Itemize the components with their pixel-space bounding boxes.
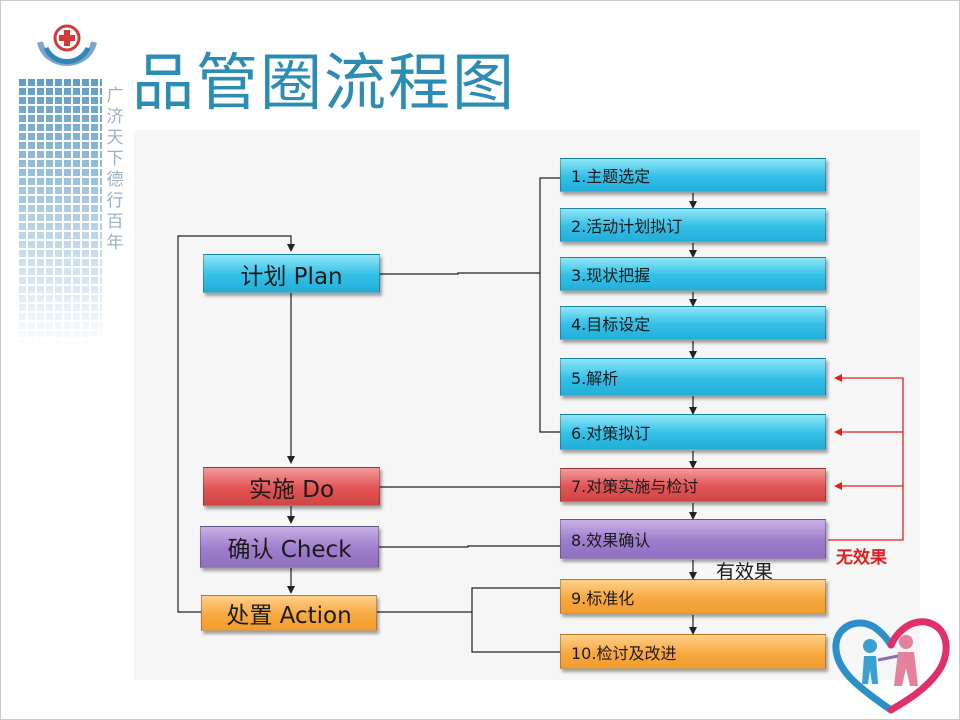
- step-4-box: 4.目标设定: [560, 306, 826, 340]
- step-5-box: 5.解析: [560, 358, 826, 396]
- step-9-box: 9.标准化: [560, 579, 826, 614]
- brand-strip: 广济天下 德行百年: [18, 22, 124, 348]
- effective-label: 有效果: [716, 561, 774, 583]
- stage-action: 处置 Action: [201, 595, 377, 631]
- step-7-box: 7.对策实施与检讨: [560, 468, 826, 502]
- step-8-box: 8.效果确认: [560, 519, 826, 559]
- hospital-logo-icon: [37, 24, 97, 66]
- stage-check: 确认 Check: [200, 526, 379, 568]
- step-10-box: 10.检讨及改进: [560, 634, 826, 669]
- stage-do: 实施 Do: [203, 467, 380, 506]
- step-1-box: 1.主题选定: [560, 158, 826, 192]
- step-3-box: 3.现状把握: [560, 257, 826, 291]
- heart-care-logo-icon: [832, 618, 950, 714]
- page-title: 品管圈流程图: [132, 46, 517, 119]
- step-6-box: 6.对策拟订: [560, 414, 826, 450]
- stage-plan: 计划 Plan: [203, 254, 380, 293]
- step-2-box: 2.活动计划拟订: [560, 208, 826, 242]
- brand-slogan: 广济天下 德行百年: [106, 86, 124, 253]
- decorative-grid-icon: [18, 78, 102, 348]
- ineffective-label: 无效果: [836, 548, 887, 568]
